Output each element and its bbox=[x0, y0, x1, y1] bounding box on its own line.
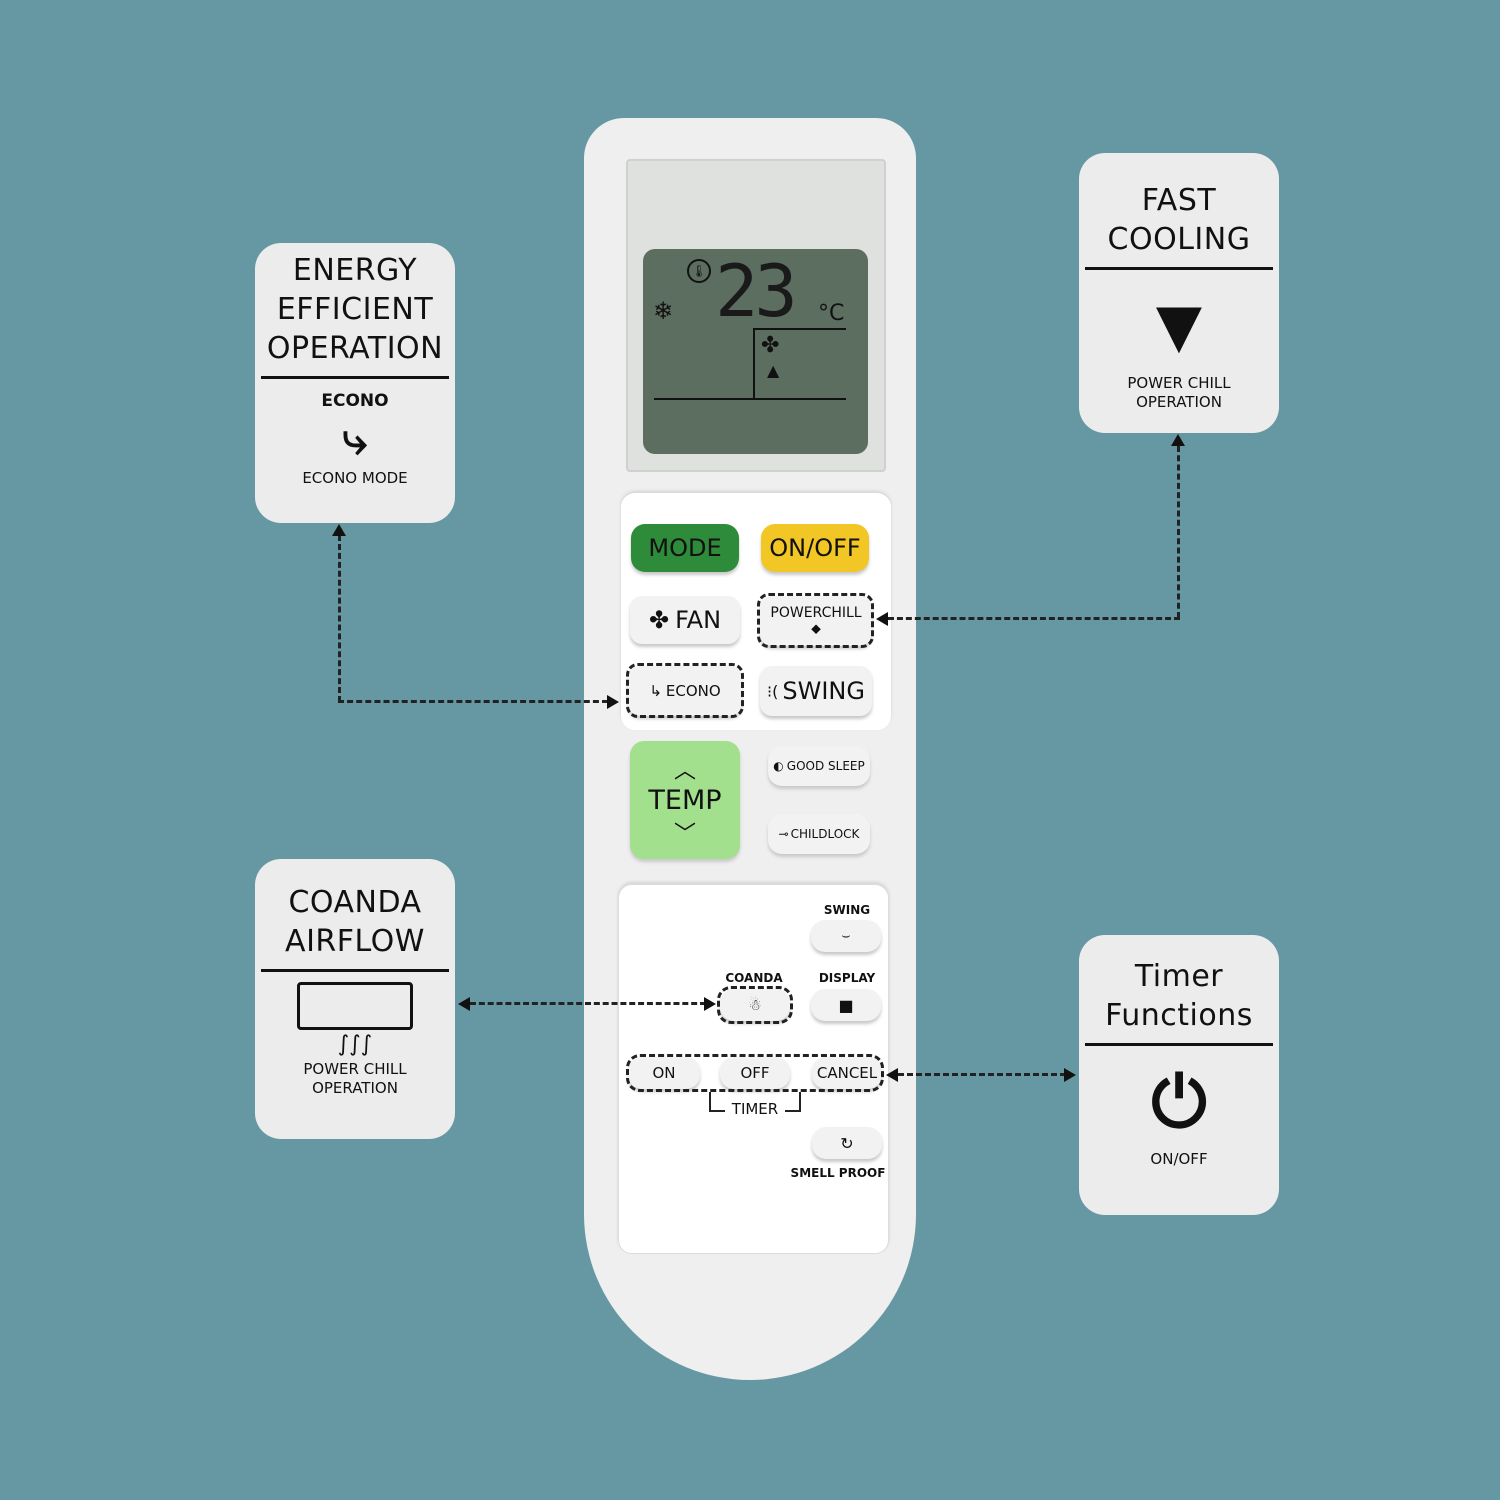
swing-label: SWING bbox=[782, 677, 865, 705]
smell-proof-label: SMELL PROOF bbox=[790, 1166, 886, 1180]
econo-highlight bbox=[626, 663, 744, 718]
connector-line bbox=[888, 617, 1180, 620]
arrow-left-icon bbox=[886, 1068, 898, 1082]
connector-line bbox=[338, 700, 608, 703]
swing-arc-icon: ⌣ bbox=[841, 928, 851, 944]
coanda-button[interactable]: ☃ bbox=[720, 989, 790, 1021]
good-sleep-label: GOOD SLEEP bbox=[786, 759, 865, 773]
fan-icon: ✤ bbox=[761, 333, 780, 358]
mode-button[interactable]: MODE bbox=[631, 524, 739, 572]
tree-icon: ▲ bbox=[767, 361, 780, 380]
thermometer-icon: 🌡 bbox=[687, 259, 711, 283]
coanda-highlight bbox=[717, 986, 793, 1024]
swing-button[interactable]: ⁝(SWING bbox=[760, 666, 872, 716]
moon-icon: ◐ bbox=[773, 759, 784, 773]
swing-vertical-label: SWING bbox=[823, 903, 871, 917]
lcd-divider bbox=[654, 398, 846, 400]
arrow-up-icon bbox=[1171, 434, 1185, 446]
key-icon: ⊸ bbox=[778, 827, 789, 841]
arrow-left-icon bbox=[458, 997, 470, 1011]
fan-icon: ✤ bbox=[648, 606, 670, 634]
display-button[interactable]: ■ bbox=[811, 989, 881, 1021]
lcd-screen: 🌡 ❄ 23 °C ✤ ▲ bbox=[643, 249, 868, 454]
muscle-icon: ⬥ bbox=[811, 621, 821, 637]
coanda-label: COANDA bbox=[725, 971, 783, 985]
childlock-label: CHILDLOCK bbox=[790, 827, 860, 841]
chevron-up-icon[interactable]: ︿ bbox=[673, 758, 696, 784]
fan-button[interactable]: ✤FAN bbox=[630, 596, 740, 644]
timer-label: TIMER bbox=[725, 1100, 785, 1118]
airflow-icon: ∫∫∫ bbox=[337, 1032, 373, 1057]
temp-label: TEMP bbox=[648, 784, 722, 816]
timer-highlight bbox=[626, 1054, 884, 1092]
divider bbox=[261, 376, 449, 379]
card-caption: ECONO MODE bbox=[302, 469, 408, 487]
chevron-down-icon[interactable]: ﹀ bbox=[673, 821, 696, 847]
swing-vertical-button[interactable]: ⌣ bbox=[811, 920, 881, 952]
person-icon: ☃ bbox=[748, 996, 762, 1014]
display-icon: ■ bbox=[838, 995, 854, 1015]
smell-proof-button[interactable]: ↻ bbox=[812, 1127, 882, 1159]
arrow-left-icon bbox=[876, 612, 888, 626]
arrow-right-icon bbox=[704, 997, 716, 1011]
connector-line bbox=[470, 1002, 706, 1005]
timer-on-button[interactable]: ON bbox=[628, 1057, 700, 1089]
snowflake-icon: ❄ bbox=[653, 297, 674, 325]
connector-line bbox=[338, 535, 341, 702]
econo-button[interactable]: ↳ECONO bbox=[628, 666, 742, 716]
timer-off-button[interactable]: OFF bbox=[720, 1057, 790, 1089]
divider bbox=[261, 969, 449, 972]
econo-arrow-icon: ⤷ bbox=[342, 414, 368, 465]
refresh-icon: ↻ bbox=[840, 1133, 854, 1153]
lcd-temperature: 23 bbox=[715, 249, 798, 333]
arrow-right-icon bbox=[1064, 1068, 1076, 1082]
muscle-icon: ▼ bbox=[1155, 291, 1203, 361]
econo-icon: ↳ bbox=[649, 682, 662, 700]
onoff-button[interactable]: ON/OFF bbox=[761, 524, 869, 572]
display-label: DISPLAY bbox=[818, 971, 876, 985]
arrow-up-icon bbox=[332, 524, 346, 536]
lcd-divider bbox=[753, 328, 755, 400]
econo-label: ECONO bbox=[665, 682, 721, 700]
card-caption: ON/OFF bbox=[1150, 1150, 1208, 1168]
swing-icon: ⁝( bbox=[767, 681, 779, 701]
connector-line bbox=[1177, 446, 1180, 618]
econo-icon-label: ECONO bbox=[321, 391, 389, 411]
divider bbox=[1085, 1043, 1273, 1046]
fan-label: FAN bbox=[675, 606, 722, 634]
powerchill-highlight bbox=[757, 593, 874, 648]
good-sleep-button[interactable]: ◐GOOD SLEEP bbox=[768, 746, 870, 786]
air-conditioner-icon bbox=[297, 982, 413, 1030]
lcd-unit: °C bbox=[818, 301, 845, 326]
temp-button[interactable]: ︿ TEMP ﹀ bbox=[630, 741, 740, 859]
lcd-divider bbox=[753, 328, 846, 330]
divider bbox=[1085, 267, 1273, 270]
powerchill-label: POWERCHILL bbox=[770, 605, 862, 621]
childlock-button[interactable]: ⊸CHILDLOCK bbox=[768, 814, 870, 854]
power-icon: ⏻ bbox=[1151, 1061, 1207, 1143]
powerchill-button[interactable]: POWERCHILL⬥ bbox=[760, 596, 872, 646]
arrow-right-icon bbox=[607, 695, 619, 709]
connector-line bbox=[898, 1073, 1066, 1076]
